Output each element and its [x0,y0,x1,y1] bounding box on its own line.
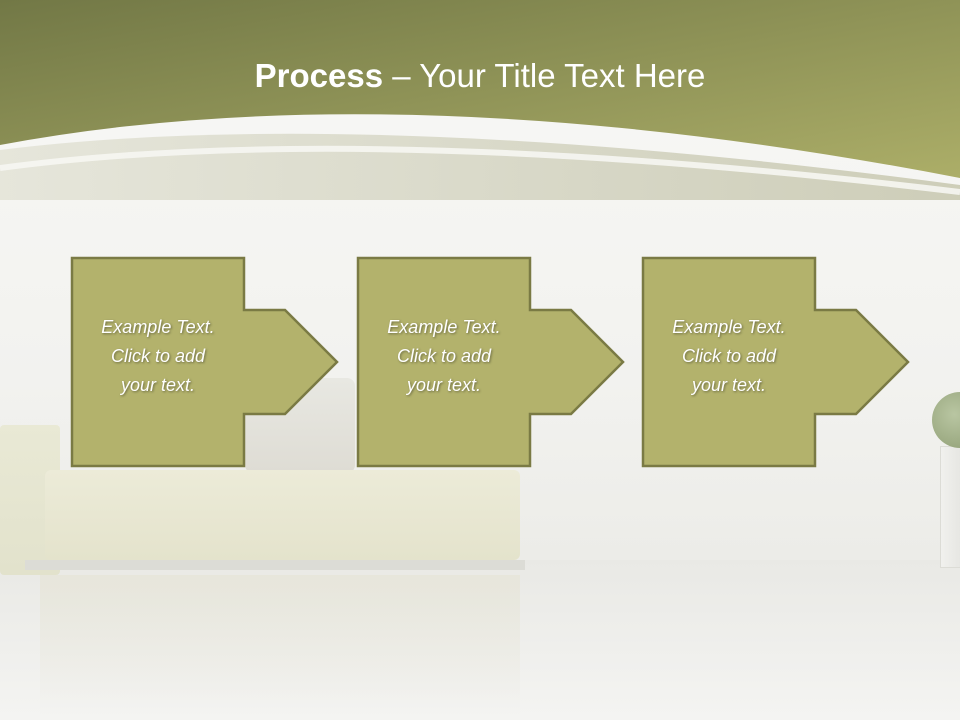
sofa-seat [45,470,520,560]
step-arrow-shape [70,256,339,468]
step-text-line: Click to add [110,346,206,366]
sofa-reflection [40,575,520,715]
title-rest: – Your Title Text Here [383,57,706,94]
step-arrow-shape [641,256,910,468]
step-text: Example Text. Click to add your text. [358,313,530,400]
step-text-line: your text. [406,375,482,395]
header-band [0,0,960,200]
header-fill [0,0,960,178]
sofa-base [25,560,525,570]
title-bold: Process [254,57,384,94]
page-title: Process – Your Title Text Here [0,56,960,96]
step-text-line: Click to add [681,346,777,366]
step-text-line: your text. [691,375,767,395]
step-text-line: Example Text. [101,317,215,337]
plant-pot [940,446,960,568]
step-text-line: Click to add [396,346,492,366]
step-text: Example Text. Click to add your text. [643,313,815,400]
header-curve-highlight [0,145,960,195]
step-text-line: Example Text. [672,317,786,337]
step-text: Example Text. Click to add your text. [72,313,244,400]
step-text-line: Example Text. [387,317,501,337]
step-text-line: your text. [120,375,196,395]
step-arrow-shape [356,256,625,468]
